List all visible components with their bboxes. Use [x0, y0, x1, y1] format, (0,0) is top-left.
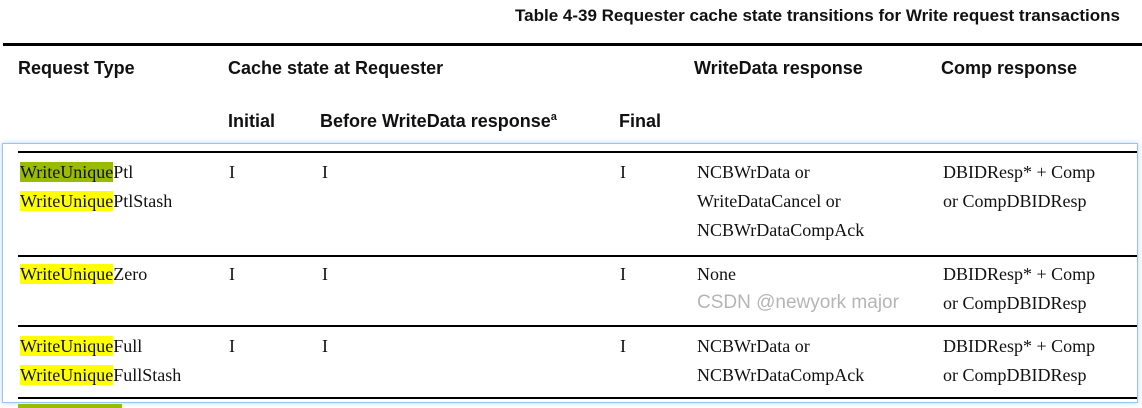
final-state-cell: I: [620, 336, 626, 356]
writedata-cell: NCBWrData or WriteDataCancel or NCBWrDataC…: [697, 158, 864, 245]
comp-line: or CompDBIDResp: [943, 293, 1087, 313]
type-suffix: FullStash: [113, 365, 182, 385]
writedata-line: NCBWrDataCompAck: [697, 220, 865, 240]
highlighted-text: WriteUnique: [20, 264, 114, 284]
header-initial: Initial: [228, 111, 276, 131]
comp-line: DBIDResp* + Comp: [943, 264, 1096, 284]
request-type: WriteUniqueFull: [20, 332, 181, 361]
highlighted-text: WriteUnique: [20, 191, 114, 211]
header-writedata: WriteData response: [694, 58, 863, 78]
request-type: WriteUniqueZero: [20, 260, 147, 289]
selection-box: [2, 143, 1138, 403]
comp-line: DBIDResp* + Comp: [943, 336, 1096, 356]
writedata-line: NCBWrData or: [697, 336, 810, 356]
writedata-line: None: [697, 264, 736, 284]
header-request-type: Request Type: [18, 58, 135, 78]
before-state-cell: I: [322, 162, 328, 182]
bottom-rule: [18, 397, 1137, 399]
comp-cell: DBIDResp* + Comp or CompDBIDResp: [943, 158, 1095, 216]
footnote-marker: a: [550, 111, 557, 123]
initial-state-cell: I: [229, 264, 235, 284]
table-caption: Table 4-39 Requester cache state transit…: [515, 6, 1120, 25]
final-state-cell: I: [620, 162, 626, 182]
highlighted-text: WriteUnique: [20, 336, 114, 356]
watermark: CSDN @newyork major: [697, 292, 899, 313]
row-divider: [18, 255, 1137, 257]
request-type-cell: WriteUniqueZero: [20, 260, 147, 289]
request-type: WriteUniqueFullStash: [20, 361, 181, 390]
request-type: WriteUniquePtlStash: [20, 187, 172, 216]
highlighted-text: WriteUnique: [20, 162, 114, 182]
row-divider: [18, 325, 1137, 327]
request-type: WriteUniquePtl: [20, 158, 172, 187]
type-suffix: PtlStash: [113, 191, 173, 211]
comp-line: or CompDBIDResp: [943, 191, 1087, 211]
comp-cell: DBIDResp* + Comp or CompDBIDResp: [943, 332, 1095, 390]
writedata-line: WriteDataCancel or: [697, 191, 841, 211]
header-before-text: Before WriteData response: [320, 111, 551, 131]
before-state-cell: I: [322, 336, 328, 356]
header-cache-state: Cache state at Requester: [228, 58, 444, 78]
before-state-cell: I: [322, 264, 328, 284]
header-before: Before WriteData responsea: [320, 111, 557, 132]
initial-state-cell: I: [229, 336, 235, 356]
header-rule: [18, 151, 1137, 153]
header-final: Final: [619, 111, 662, 131]
highlighted-text: WriteUnique: [20, 365, 114, 385]
highlight-fragment: [18, 404, 122, 408]
writedata-line: NCBWrDataCompAck: [697, 365, 865, 385]
writedata-cell: NCBWrData or NCBWrDataCompAck: [697, 332, 864, 390]
writedata-cell: None: [697, 260, 736, 289]
initial-state-cell: I: [229, 162, 235, 182]
header-comp: Comp response: [941, 58, 1078, 78]
type-suffix: Full: [113, 336, 143, 356]
writedata-line: NCBWrData or: [697, 162, 810, 182]
top-rule: [3, 43, 1142, 46]
type-suffix: Ptl: [113, 162, 134, 182]
comp-line: or CompDBIDResp: [943, 365, 1087, 385]
comp-cell: DBIDResp* + Comp or CompDBIDResp: [943, 260, 1095, 318]
comp-line: DBIDResp* + Comp: [943, 162, 1096, 182]
final-state-cell: I: [620, 264, 626, 284]
type-suffix: Zero: [113, 264, 148, 284]
